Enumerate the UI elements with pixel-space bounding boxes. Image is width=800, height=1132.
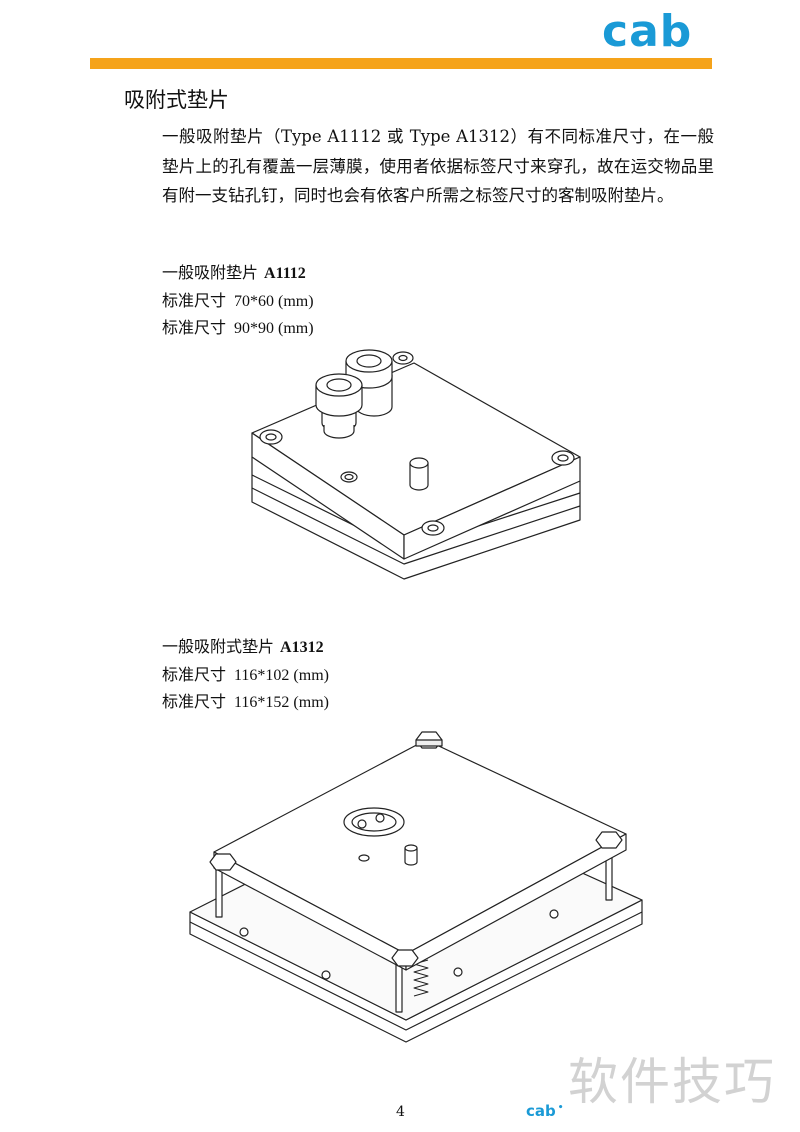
size-label: 标准尺寸 [162, 664, 227, 684]
a1312-pad-drawing [189, 731, 643, 1043]
size-row: 标准尺寸 116*152 (mm) [162, 689, 329, 717]
product-spec-a1312: 一般吸附式垫片 A1312 标准尺寸 116*102 (mm) 标准尺寸 116*15… [162, 634, 329, 717]
page-number: 4 [396, 1104, 405, 1120]
size-label: 标准尺寸 [162, 318, 227, 337]
product-model: A1112 [264, 265, 306, 282]
a1112-pad-drawing [251, 349, 581, 580]
footer-logo-text: cab [526, 1102, 556, 1120]
size-value: 116*102 (mm) [234, 666, 329, 684]
header-rule [90, 58, 712, 69]
size-label: 标准尺寸 [162, 290, 227, 310]
size-value: 70*60 (mm) [234, 292, 314, 310]
size-row: 标准尺寸 90*90 (mm) [162, 315, 314, 343]
size-row: 标准尺寸 70*60 (mm) [162, 288, 314, 316]
product-title: 一般吸附垫片 A1112 [162, 260, 314, 288]
product-title: 一般吸附式垫片 A1312 [162, 634, 329, 662]
size-value: 116*152 (mm) [234, 694, 329, 711]
size-row: 标准尺寸 116*102 (mm) [162, 662, 329, 690]
footer-dot: • [557, 1103, 564, 1113]
footer-logo: cab• [526, 1102, 564, 1120]
intro-paragraph: 一般吸附垫片（Type A1112 或 Type A1312）有不同标准尺寸，在… [162, 127, 714, 205]
size-label: 标准尺寸 [162, 692, 227, 711]
product-spec-a1112: 一般吸附垫片 A1112 标准尺寸 70*60 (mm) 标准尺寸 90*90 (mm… [162, 260, 314, 343]
section-title: 吸附式垫片 [124, 88, 229, 112]
cab-logo: cab [602, 10, 692, 54]
logo-text: cab [602, 6, 693, 57]
size-value: 90*90 (mm) [234, 320, 314, 337]
product-name: 一般吸附垫片 [162, 263, 259, 282]
product-model: A1312 [280, 639, 324, 656]
watermark-text: 软件技巧 [568, 1053, 776, 1111]
product-name: 一般吸附式垫片 [162, 637, 275, 656]
